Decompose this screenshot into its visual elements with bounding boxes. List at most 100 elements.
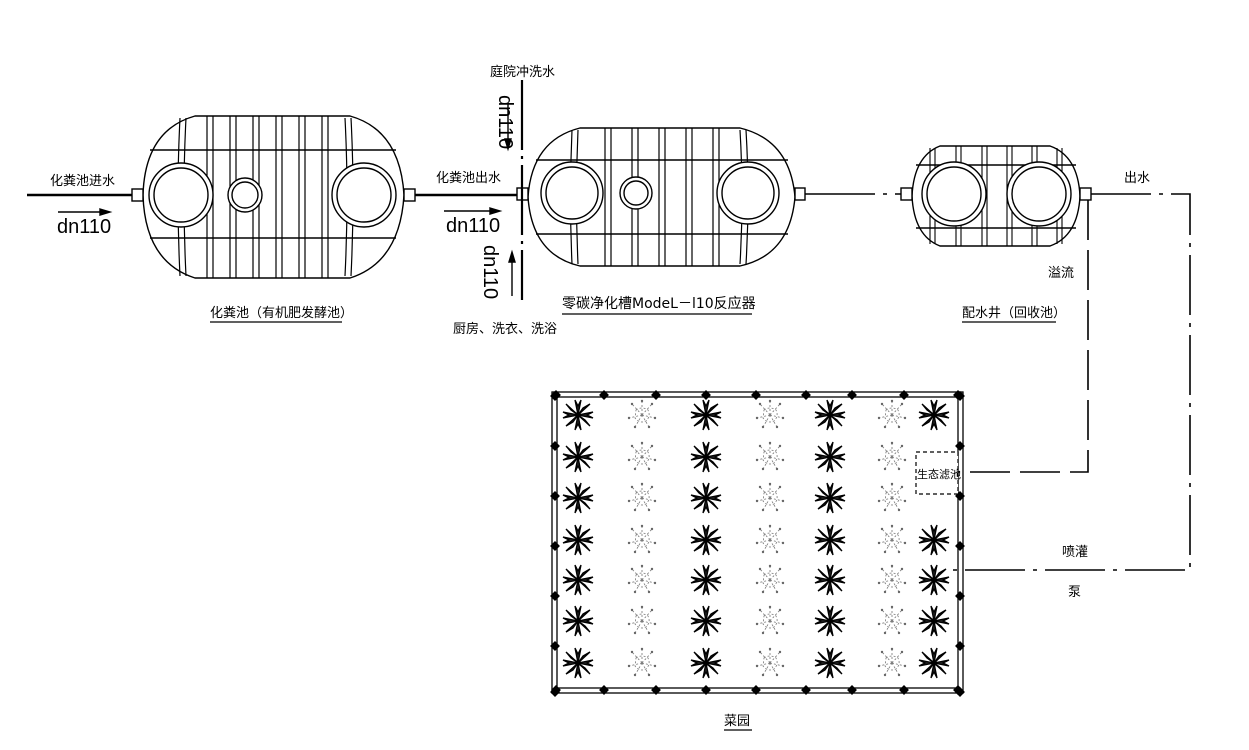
plant-dark-icon	[690, 482, 722, 514]
fence-post-icon	[651, 685, 661, 695]
label-distribution-well: 配水井（回收池）	[962, 306, 1066, 321]
plant-light-icon	[755, 564, 785, 594]
plant-dark-icon	[690, 647, 722, 679]
plant-dark-icon	[918, 564, 950, 596]
plant-light-icon	[627, 441, 657, 471]
plant-light-icon	[755, 647, 785, 677]
plant-light-icon	[755, 399, 785, 429]
label-outlet: 出水	[1124, 171, 1150, 186]
plant-dark-icon	[814, 564, 846, 596]
label-septic-outlet: 化粪池出水	[436, 171, 501, 186]
plant-light-icon	[877, 605, 907, 635]
fence-post-icon	[550, 391, 560, 401]
garden-plot	[550, 390, 965, 697]
plant-dark-icon	[690, 399, 722, 431]
fence-post-icon	[550, 541, 560, 551]
fence-post-icon	[801, 390, 811, 400]
plant-dark-icon	[918, 399, 950, 431]
plant-light-icon	[627, 605, 657, 635]
plant-light-icon	[755, 482, 785, 512]
fence-post-icon	[751, 685, 761, 695]
plant-light-icon	[627, 482, 657, 512]
plant-dark-icon	[562, 564, 594, 596]
fence-post-icon	[899, 685, 909, 695]
fence-post-icon	[550, 441, 560, 451]
fence-post-icon	[955, 591, 965, 601]
plant-dark-icon	[690, 441, 722, 473]
fence-post-icon	[550, 591, 560, 601]
fence-post-icon	[955, 541, 965, 551]
plant-light-icon	[627, 647, 657, 677]
plant-light-icon	[877, 441, 907, 471]
label-garden: 菜园	[724, 714, 750, 729]
fence-post-icon	[955, 687, 965, 697]
fence-post-icon	[801, 685, 811, 695]
fence-post-icon	[751, 390, 761, 400]
reactor-tank-icon	[516, 127, 806, 267]
plant-dark-icon	[562, 605, 594, 637]
label-pump: 泵	[1068, 585, 1081, 600]
fence-post-icon	[599, 390, 609, 400]
fence-post-icon	[955, 391, 965, 401]
plant-dark-icon	[562, 441, 594, 473]
plant-light-icon	[755, 441, 785, 471]
fence-post-icon	[701, 685, 711, 695]
label-yard-dn: dn110	[494, 95, 516, 149]
plant-dark-icon	[690, 605, 722, 637]
fence-post-icon	[651, 390, 661, 400]
fence-post-icon	[899, 390, 909, 400]
plant-dark-icon	[918, 605, 950, 637]
plant-light-icon	[755, 524, 785, 554]
fence-post-icon	[599, 685, 609, 695]
fence-post-icon	[550, 687, 560, 697]
label-septic-outlet-dn: dn110	[446, 215, 500, 237]
plant-dark-icon	[690, 564, 722, 596]
overflow-pipe	[958, 200, 1089, 473]
label-yard-flush: 庭院冲洗水	[490, 64, 555, 80]
fence-post-icon	[847, 390, 857, 400]
plant-dark-icon	[814, 524, 846, 556]
plant-dark-icon	[562, 482, 594, 514]
plant-light-icon	[877, 524, 907, 554]
plant-light-icon	[877, 564, 907, 594]
label-reactor: 零碳净化槽ModeL－l10反应器	[562, 295, 756, 312]
label-eco-filter: 生态滤池	[917, 467, 961, 481]
fence-post-icon	[955, 441, 965, 451]
plant-dark-icon	[690, 524, 722, 556]
plant-dark-icon	[562, 524, 594, 556]
plant-light-icon	[877, 399, 907, 429]
plant-dark-icon	[562, 399, 594, 431]
plant-dark-icon	[918, 647, 950, 679]
plant-light-icon	[877, 482, 907, 512]
plant-dark-icon	[814, 482, 846, 514]
fence-post-icon	[550, 641, 560, 651]
plant-light-icon	[877, 647, 907, 677]
plant-light-icon	[627, 564, 657, 594]
label-septic-inlet-dn: dn110	[57, 216, 111, 238]
eco-filter-box	[915, 451, 959, 495]
septic-tank-icon	[131, 115, 416, 279]
plant-dark-icon	[814, 605, 846, 637]
plant-dark-icon	[562, 647, 594, 679]
fence-post-icon	[701, 390, 711, 400]
plant-light-icon	[627, 399, 657, 429]
outlet-pipe	[946, 193, 1191, 571]
arrow-icon	[58, 103, 516, 296]
fence-post-icon	[847, 685, 857, 695]
label-overflow: 溢流	[1048, 266, 1074, 281]
plant-dark-icon	[918, 524, 950, 556]
fence-post-icon	[550, 390, 965, 697]
plant-grid	[562, 399, 950, 679]
plant-dark-icon	[814, 399, 846, 431]
fence-post-icon	[955, 641, 965, 651]
distribution-well-icon	[900, 145, 1092, 247]
label-kitchen-sources: 厨房、洗衣、洗浴	[453, 321, 557, 337]
label-kitchen-dn: dn110	[479, 245, 501, 299]
plant-light-icon	[755, 605, 785, 635]
plant-light-icon	[627, 524, 657, 554]
label-septic-tank: 化粪池（有机肥发酵池）	[210, 305, 353, 321]
plant-dark-icon	[814, 441, 846, 473]
label-septic-inlet: 化粪池进水	[50, 174, 115, 189]
label-spray: 喷灌	[1062, 545, 1088, 560]
